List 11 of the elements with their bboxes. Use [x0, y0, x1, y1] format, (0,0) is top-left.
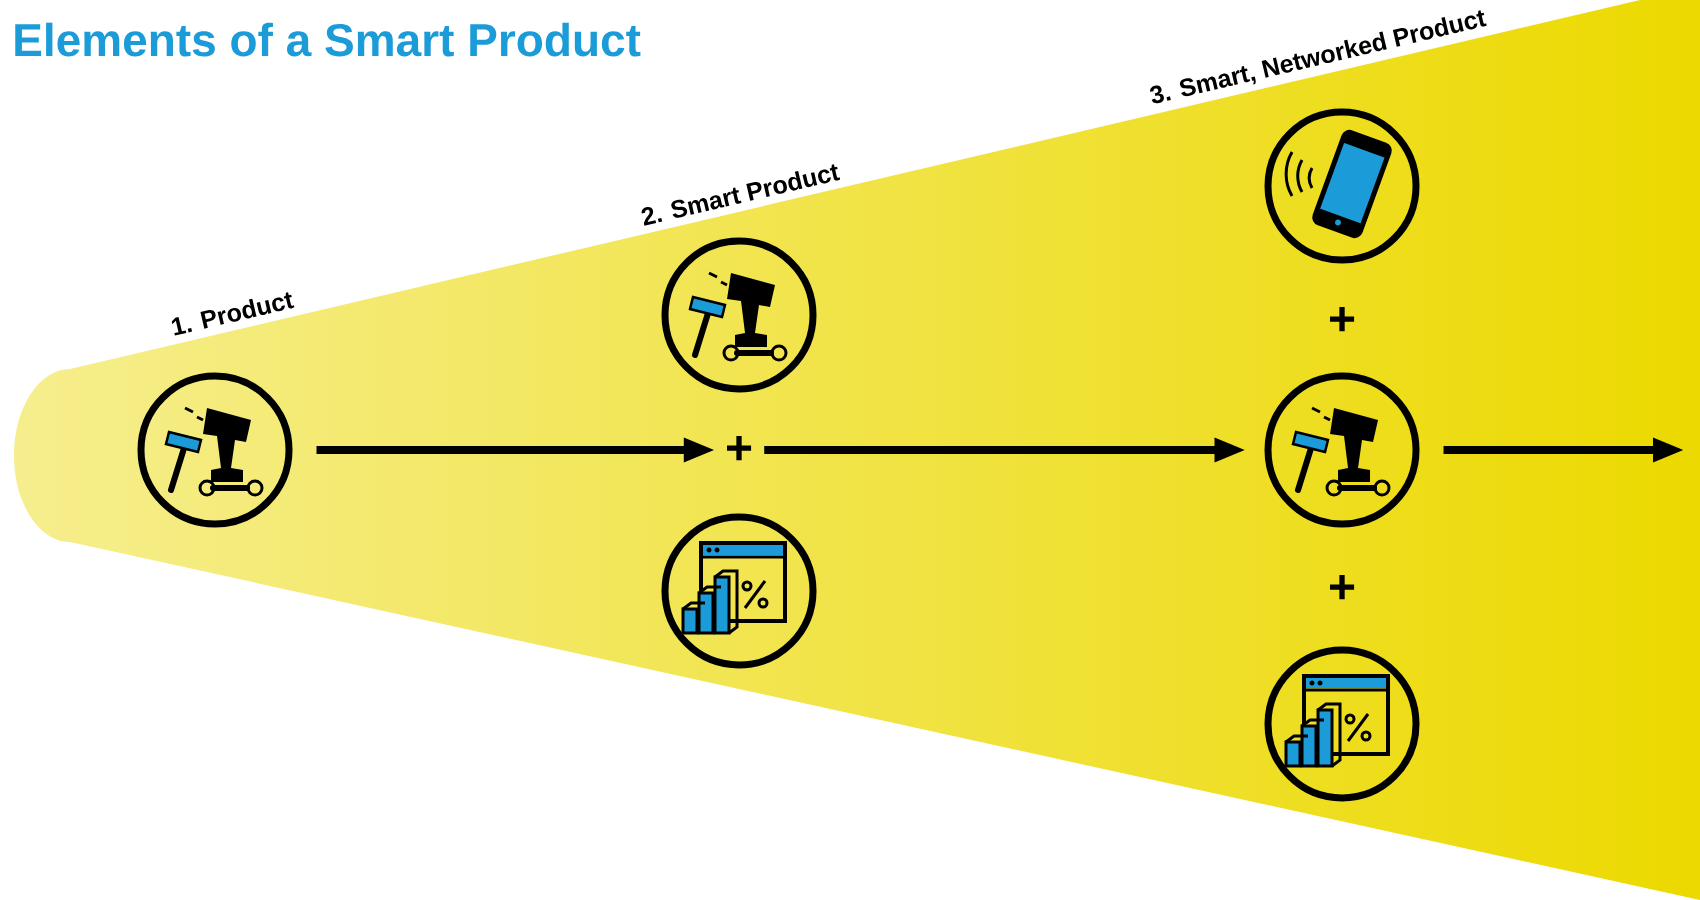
icon-circle: [137, 372, 293, 528]
icon-circle: [661, 237, 817, 393]
title: Elements of a Smart Product: [15, 22, 641, 57]
plus-sign: +: [727, 435, 752, 461]
icon-circle: [1264, 372, 1420, 528]
icon-circle: [661, 513, 817, 669]
plus-sign: +: [1330, 306, 1355, 332]
icon-circle: [1264, 646, 1420, 802]
icon-circle: [1264, 108, 1420, 264]
plus-sign: +: [1330, 574, 1355, 600]
stage-label: 1. Product: [171, 292, 295, 336]
